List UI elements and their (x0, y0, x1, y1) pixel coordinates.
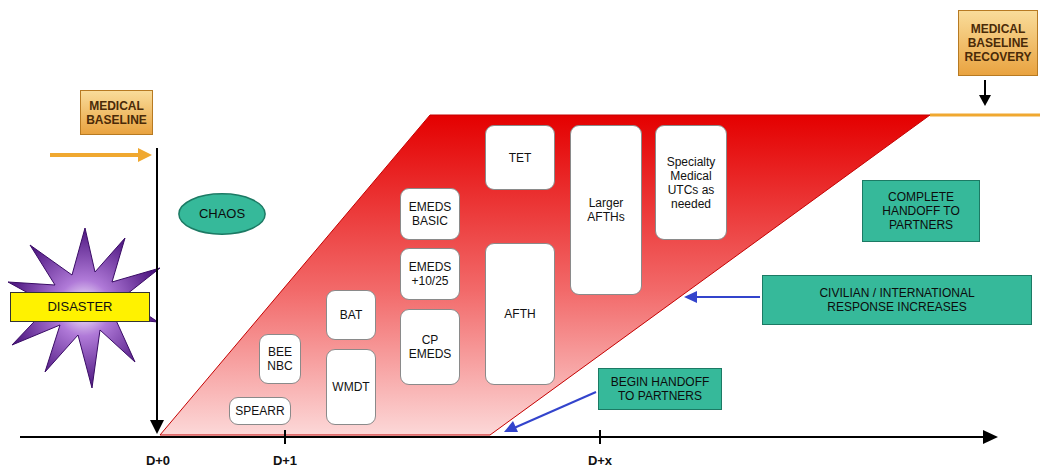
arrow-head (979, 95, 991, 106)
axis-label: D+1 (273, 453, 297, 468)
box-text: DISASTER (47, 300, 112, 314)
recovery-arrow (984, 80, 986, 96)
recovery-baseline (930, 114, 1040, 117)
time-axis (20, 436, 985, 438)
unit-box: SPEARR (229, 397, 291, 425)
unit-box: EMEDS +10/25 (400, 248, 460, 300)
box-text: EMEDS +10/25 (404, 260, 456, 288)
leader-arrow (514, 392, 596, 428)
axis-label: D+x (588, 453, 612, 468)
unit-box: EMEDS BASIC (400, 188, 460, 240)
box-text: COMPLETE HANDOFF TO PARTNERS (869, 190, 973, 232)
box-text: BEGIN HANDOFF TO PARTNERS (605, 375, 715, 403)
baseline-arrow (50, 153, 140, 157)
box-text: EMEDS BASIC (404, 200, 456, 228)
unit-box: Larger AFTHs (570, 125, 642, 295)
arrow-head (150, 420, 164, 434)
unit-box: TET (485, 125, 555, 190)
box-text: Specialty Medical UTCs as needed (659, 155, 723, 211)
box-text: CIVILIAN / INTERNATIONAL RESPONSE INCREA… (801, 286, 993, 314)
box-text: BAT (340, 308, 362, 322)
callout-box: COMPLETE HANDOFF TO PARTNERS (862, 180, 980, 242)
unit-box: WMDT (326, 349, 376, 425)
box-text: CHAOS (199, 207, 245, 221)
disaster-starburst (8, 228, 160, 388)
box-text: TET (509, 151, 532, 165)
axis-label: D+0 (146, 453, 170, 468)
box-text: MEDICAL BASELINE RECOVERY (962, 22, 1034, 64)
arrow-head (504, 421, 518, 432)
box-text: WMDT (332, 380, 369, 394)
baseline-box: MEDICAL BASELINE RECOVERY (958, 10, 1038, 76)
baseline-box: MEDICAL BASELINE (80, 90, 153, 135)
callout-box: CIVILIAN / INTERNATIONAL RESPONSE INCREA… (762, 275, 1032, 325)
chaos-ellipse: CHAOS (178, 193, 266, 235)
box-text: SPEARR (235, 404, 284, 418)
box-text: MEDICAL BASELINE (84, 99, 149, 127)
disaster-marker (156, 148, 158, 422)
axis-tick (599, 430, 601, 444)
unit-box: BEE NBC (259, 334, 301, 384)
axis-tick (284, 430, 286, 444)
arrow-head (138, 148, 152, 162)
unit-box: BAT (326, 290, 376, 340)
box-text: CP EMEDS (404, 333, 456, 361)
box-text: Larger AFTHs (574, 196, 638, 224)
disaster-label: DISASTER (10, 292, 150, 322)
box-text: AFTH (504, 307, 535, 321)
unit-box: CP EMEDS (400, 309, 460, 385)
arrow-head (684, 291, 697, 303)
unit-box: AFTH (485, 243, 555, 385)
arrow-head (983, 430, 998, 444)
callout-box: BEGIN HANDOFF TO PARTNERS (598, 368, 722, 410)
box-text: BEE NBC (263, 345, 297, 373)
unit-box: Specialty Medical UTCs as needed (655, 125, 727, 240)
leader-arrow (694, 296, 760, 298)
